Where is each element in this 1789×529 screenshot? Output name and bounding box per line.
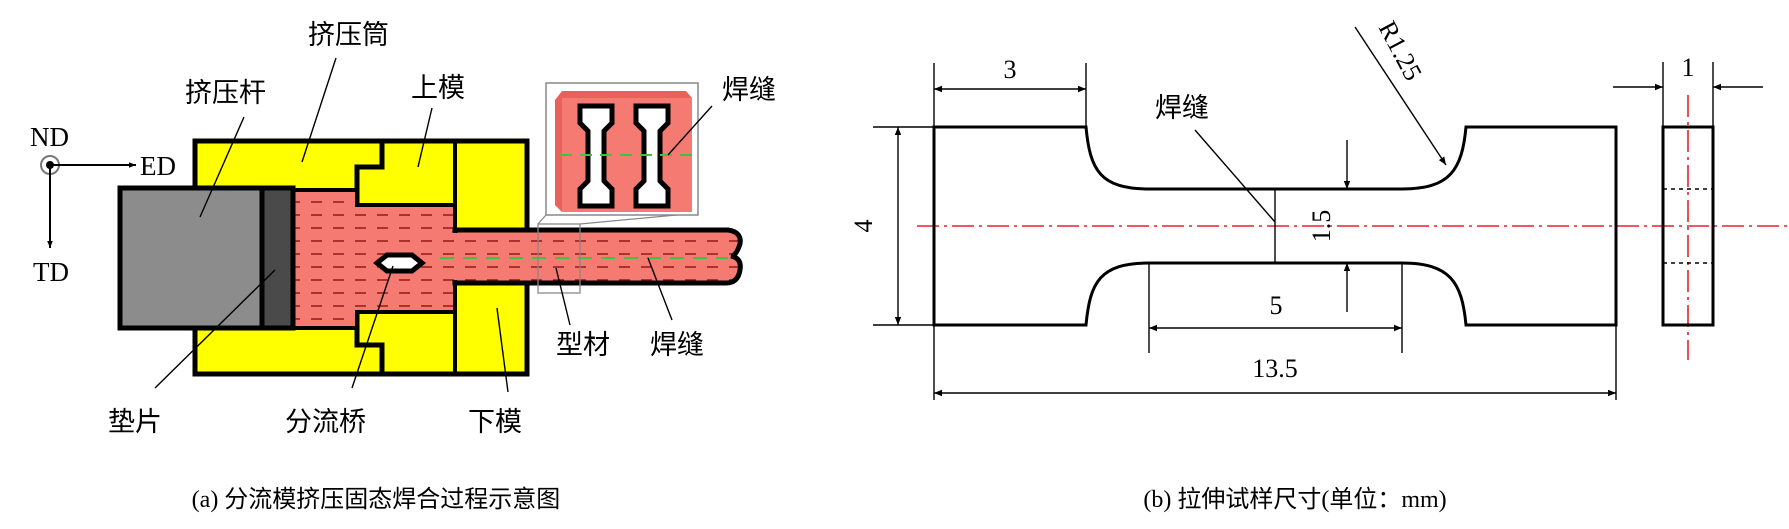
ram [117,185,265,331]
td-label: TD [33,257,69,287]
tensile-specimen-drawing: 焊缝 [849,16,1789,513]
caption-b: (b) 拉伸试样尺寸(单位：mm) [1143,486,1446,513]
label-ram: 挤压杆 [185,78,266,108]
dim-gauge-width: 1.5 [1307,210,1336,243]
extrusion-schematic: ND ED TD [30,20,776,513]
label-weld-profile: 焊缝 [650,330,704,360]
label-weld: 焊缝 [1155,93,1209,123]
label-weld-inset: 焊缝 [722,75,776,105]
specimen-side-view [1661,125,1715,327]
dim-total-length: 13.5 [1252,354,1298,383]
caption-a: (a) 分流模挤压固态焊合过程示意图 [192,486,561,513]
billet [291,188,457,330]
dim-shoulder-length: 3 [1004,55,1017,84]
label-container: 挤压筒 [308,20,389,50]
dogbone-hole-left [577,103,615,209]
upper-die-step [354,141,385,205]
dim-thickness: 1 [1682,53,1695,82]
dim-total-width: 4 [849,220,878,233]
dim-radius: R1.25 [1373,16,1428,85]
cross-section-inset [537,82,699,294]
dummy-block [259,185,296,331]
leader-lines [154,57,713,393]
ed-label: ED [140,151,176,181]
dimension-lines [873,26,1763,400]
nd-label: ND [30,122,69,152]
label-profile: 型材 [556,330,610,360]
label-dummy-block: 垫片 [108,407,162,437]
label-bridge: 分流桥 [285,407,366,437]
label-upper-die: 上模 [411,73,465,103]
dim-gauge-length: 5 [1270,291,1283,320]
coordinate-axes: ND ED TD [30,122,176,287]
extruded-profile [452,227,743,286]
porthole-bridge [372,252,427,274]
label-lower-die: 下模 [468,407,522,437]
